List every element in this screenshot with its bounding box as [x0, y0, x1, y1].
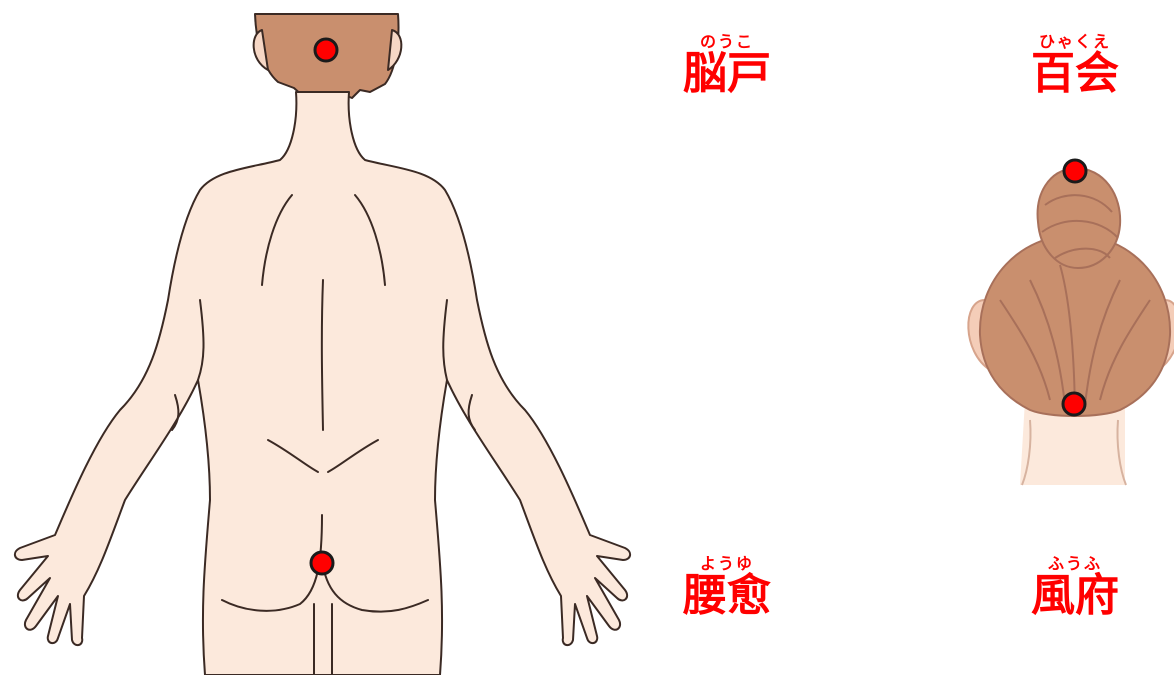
kanji-noko: 脳戸 [672, 52, 782, 96]
spine-line [322, 280, 323, 430]
point-fufu-dot[interactable] [1063, 393, 1085, 415]
label-youyu: ようゆ 腰愈 [672, 556, 782, 618]
kanji-fufu: 風府 [1020, 574, 1130, 618]
point-hyakue-dot[interactable] [1064, 160, 1086, 182]
hair-bun [1038, 168, 1121, 268]
point-youyu-dot[interactable] [311, 552, 333, 574]
head-back-view [968, 168, 1174, 485]
label-hyakue: ひゃくえ 百会 [1020, 34, 1130, 96]
label-noko: のうこ 脳戸 [672, 34, 782, 96]
kanji-hyakue: 百会 [1020, 52, 1130, 96]
kanji-youyu: 腰愈 [672, 574, 782, 618]
label-fufu: ふうふ 風府 [1020, 556, 1130, 618]
point-noko-dot[interactable] [315, 39, 337, 61]
body-back-view [15, 14, 630, 675]
